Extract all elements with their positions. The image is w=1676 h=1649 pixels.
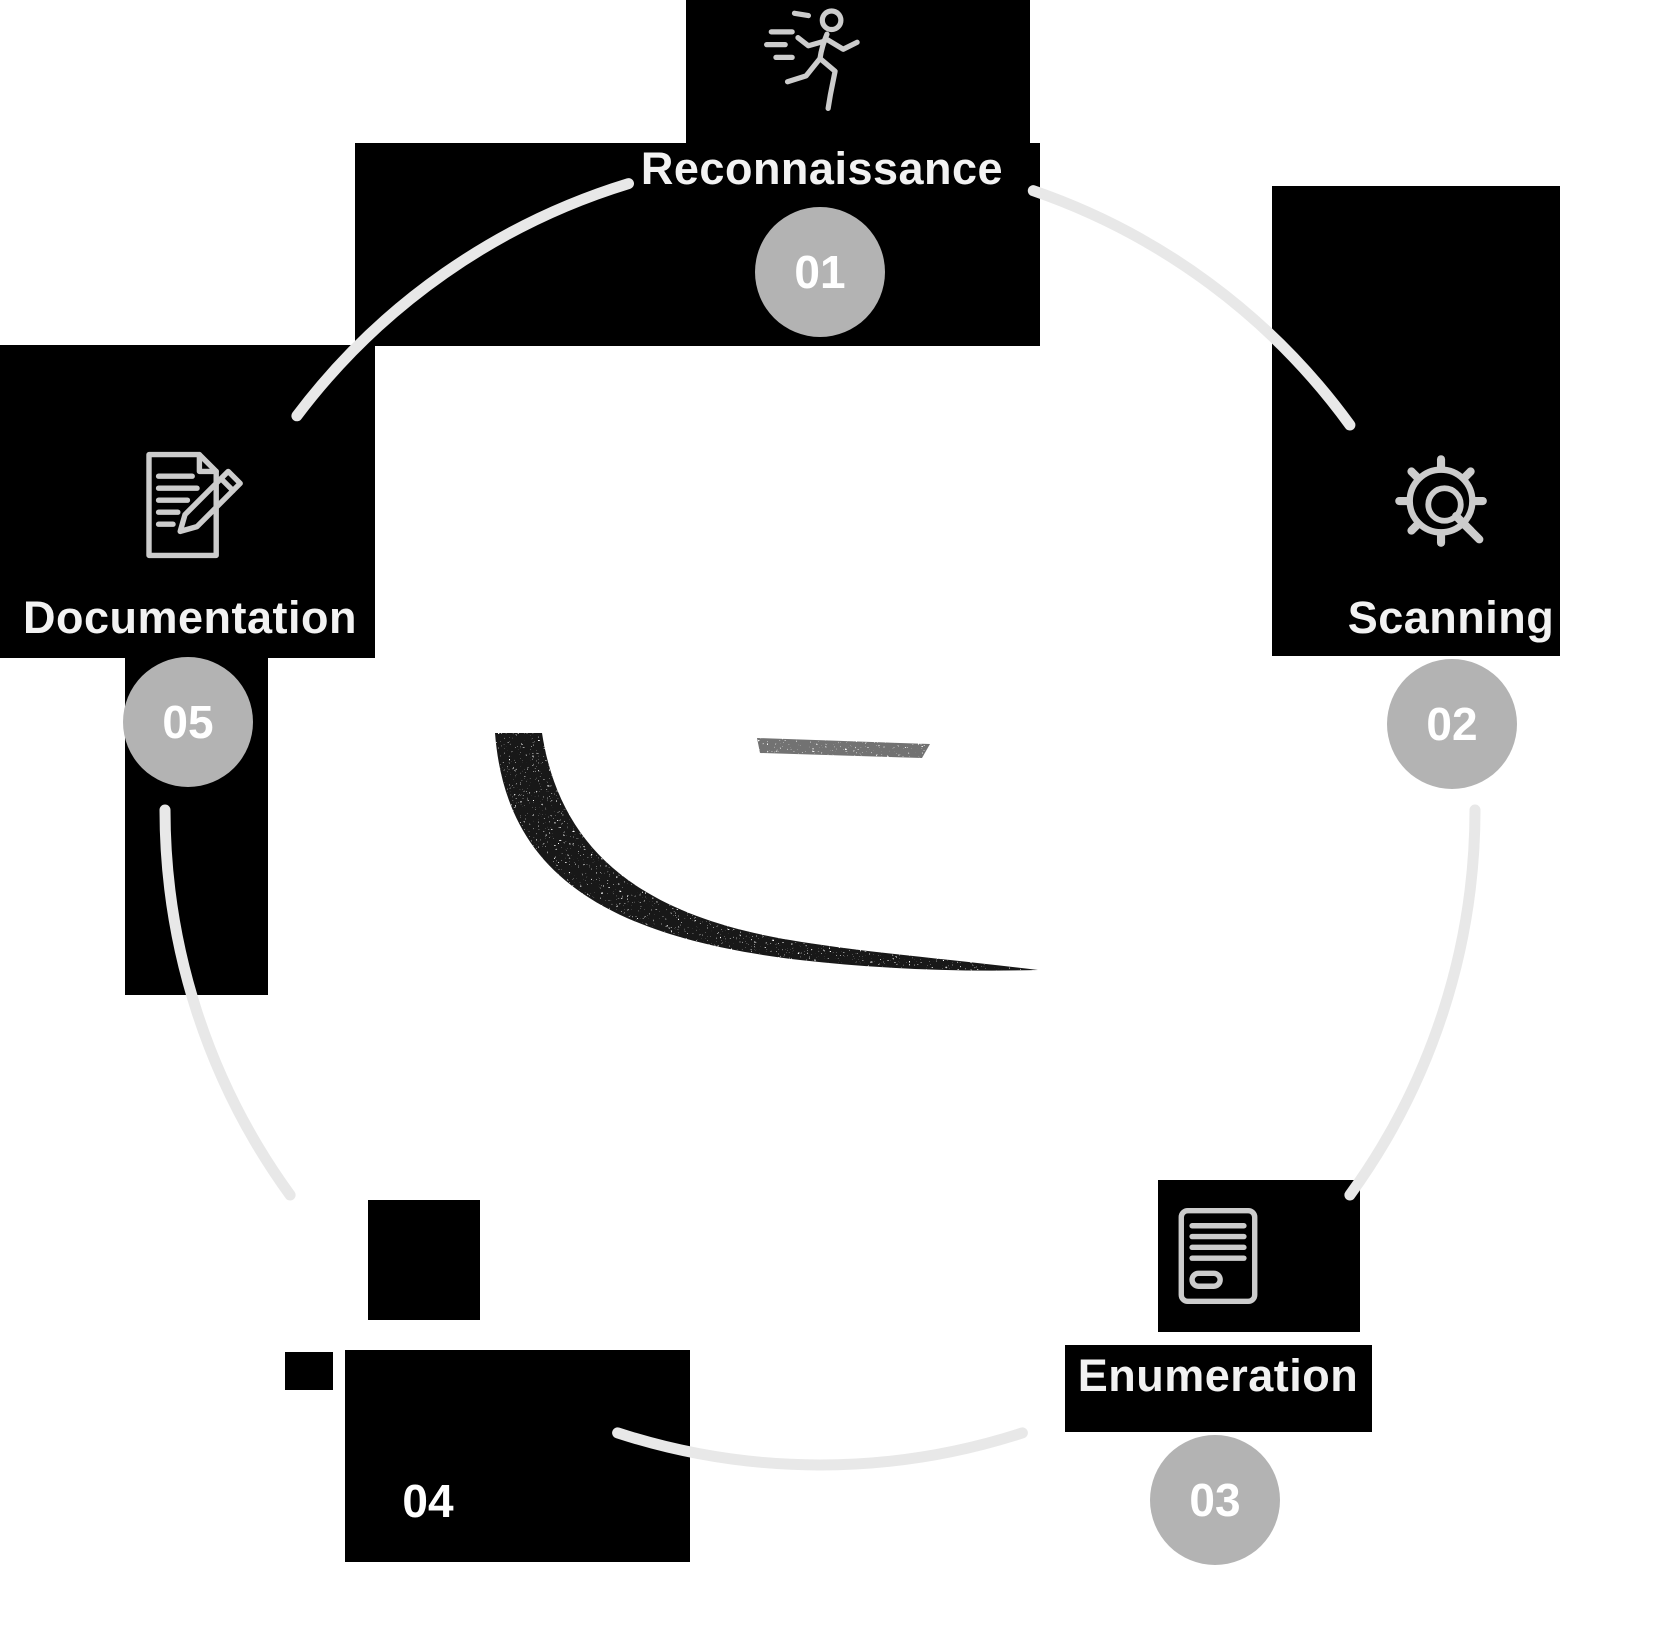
- arc-left: [159, 804, 296, 1201]
- panel-reconnaissance-icon: [686, 0, 1030, 143]
- stage-number-01: 01: [755, 207, 885, 337]
- stage-number-02: 02: [1387, 659, 1517, 789]
- stage-label-documentation: Documentation: [22, 592, 357, 643]
- panel-stage4-block-b: [285, 1352, 333, 1390]
- stage-label-reconnaissance: Reconnaissance: [640, 143, 1004, 194]
- document-pencil-icon: [146, 451, 243, 559]
- gear-magnifier-icon: [1395, 455, 1487, 547]
- panel-stage4-block-a: [368, 1200, 480, 1320]
- panel-reconnaissance-label: [355, 143, 1040, 346]
- arc-top-right: [1027, 185, 1356, 431]
- stage-number-04: 04: [402, 1475, 454, 1527]
- panel-stage4-main: [345, 1350, 690, 1562]
- stage-number-05: 05: [123, 657, 253, 787]
- arc-right: [1344, 804, 1481, 1201]
- stage-number-03: 03: [1150, 1435, 1280, 1565]
- running-person-icon: [764, 8, 860, 112]
- stage-label-enumeration: Enumeration: [1077, 1350, 1359, 1401]
- panel-enumeration-label: [1065, 1345, 1372, 1432]
- arc-bottom: [612, 1427, 1028, 1471]
- arc-top-left: [291, 178, 634, 422]
- server-icon: [1178, 1207, 1258, 1305]
- stage-label-scanning: Scanning: [1347, 592, 1555, 643]
- panel-scanning: [1272, 186, 1560, 656]
